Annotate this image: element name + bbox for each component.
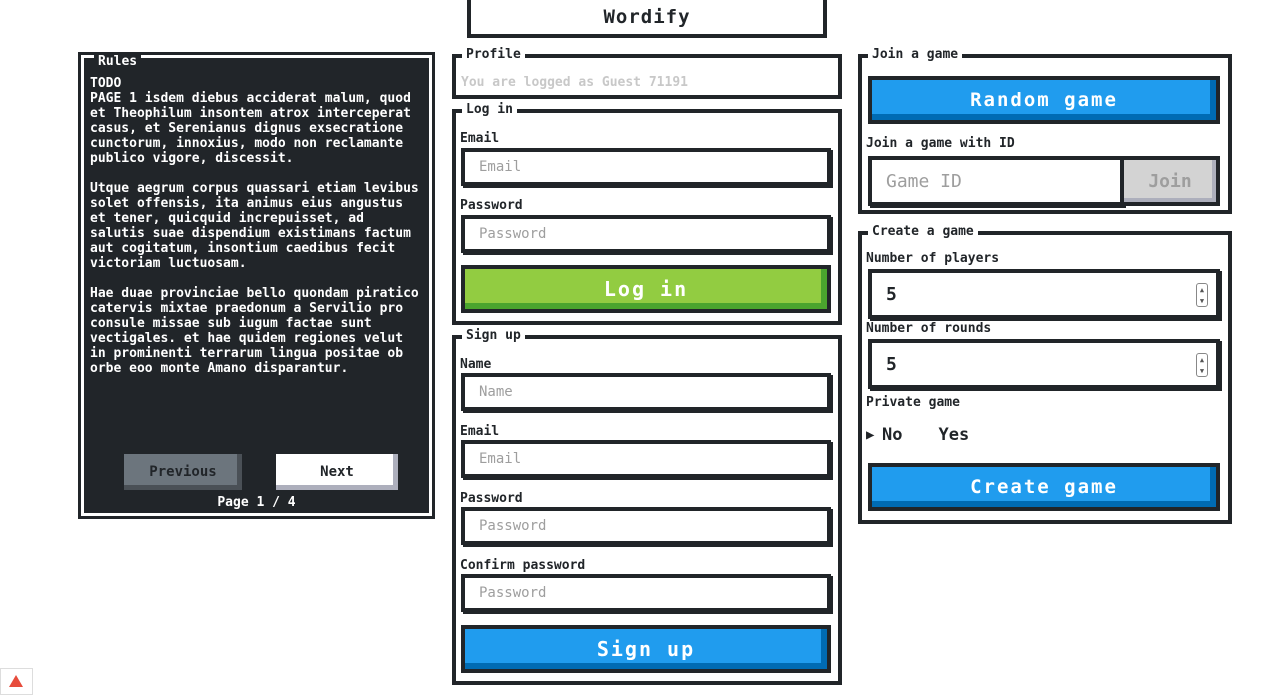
players-stepper[interactable]: ▲▼: [1196, 283, 1208, 307]
signup-name-label: Name: [460, 357, 492, 372]
signup-confirm-input[interactable]: [461, 574, 831, 612]
login-email-input[interactable]: [461, 148, 831, 186]
radio-no[interactable]: ▶ No: [866, 425, 902, 445]
profile-legend: Profile: [462, 46, 525, 64]
private-label: Private game: [866, 395, 960, 410]
join-panel: Join a game Random game Join a game with…: [858, 46, 1232, 214]
stepper-up-icon[interactable]: ▲: [1199, 355, 1205, 364]
login-panel: Log in Email Password Log in: [452, 101, 842, 325]
rounds-stepper[interactable]: ▲▼: [1196, 353, 1208, 377]
corner-logo-icon[interactable]: [0, 668, 33, 695]
login-password-input[interactable]: [461, 215, 831, 253]
signup-email-input[interactable]: [461, 440, 831, 478]
radio-yes[interactable]: Yes: [938, 425, 969, 445]
profile-status: You are logged as Guest 71191: [461, 75, 688, 90]
rounds-label: Number of rounds: [866, 321, 992, 336]
stepper-up-icon[interactable]: ▲: [1199, 285, 1205, 294]
rules-panel: Rules TODO PAGE 1 isdem diebus acciderat…: [84, 53, 429, 513]
create-legend: Create a game: [868, 223, 978, 241]
signup-confirm-label: Confirm password: [460, 558, 586, 573]
radio-yes-label: Yes: [938, 425, 970, 445]
players-label: Number of players: [866, 251, 1000, 266]
rounds-value: 5: [886, 353, 897, 375]
signup-email-label: Email: [460, 424, 500, 439]
stepper-down-icon[interactable]: ▼: [1199, 296, 1205, 305]
private-radio-group: ▶ No Yes: [866, 425, 969, 445]
next-button[interactable]: Next: [276, 454, 398, 490]
join-legend: Join a game: [868, 46, 963, 64]
signup-button[interactable]: Sign up: [461, 625, 831, 673]
rules-todo: TODO: [90, 76, 122, 91]
rounds-input[interactable]: 5 ▲▼: [868, 339, 1220, 389]
players-input[interactable]: 5 ▲▼: [868, 269, 1220, 319]
join-button[interactable]: Join: [1120, 156, 1220, 206]
signup-password-input[interactable]: [461, 507, 831, 545]
signup-panel: Sign up Name Email Password Confirm pass…: [452, 327, 842, 685]
login-password-label: Password: [460, 198, 523, 213]
profile-panel: Profile You are logged as Guest 71191: [452, 46, 842, 99]
signup-legend: Sign up: [462, 327, 525, 345]
players-value: 5: [886, 283, 897, 305]
create-game-button[interactable]: Create game: [868, 463, 1220, 511]
app-title: Wordify: [467, 0, 827, 38]
game-id-input[interactable]: [868, 156, 1124, 206]
random-game-button[interactable]: Random game: [868, 76, 1220, 124]
rules-paragraph: PAGE 1 isdem diebus acciderat malum, quo…: [90, 91, 411, 166]
radio-no-label: No: [882, 425, 903, 445]
login-legend: Log in: [462, 101, 517, 119]
previous-button[interactable]: Previous: [124, 454, 242, 490]
login-button[interactable]: Log in: [461, 265, 831, 313]
stepper-down-icon[interactable]: ▼: [1199, 366, 1205, 375]
selected-marker-icon: ▶: [866, 427, 875, 443]
page-indicator: Page 1 / 4: [217, 495, 296, 510]
signup-name-input[interactable]: [461, 373, 831, 411]
rules-text: TODO PAGE 1 isdem diebus acciderat malum…: [90, 76, 424, 391]
rules-paragraph: Utque aegrum corpus quassari etiam levib…: [90, 181, 419, 271]
rules-legend: Rules: [94, 53, 142, 71]
rules-paragraph: Hae duae provinciae bello quondam pirati…: [90, 286, 419, 376]
login-email-label: Email: [460, 131, 500, 146]
create-panel: Create a game Number of players 5 ▲▼ Num…: [858, 223, 1232, 524]
signup-password-label: Password: [460, 491, 523, 506]
join-id-label: Join a game with ID: [866, 136, 1015, 151]
